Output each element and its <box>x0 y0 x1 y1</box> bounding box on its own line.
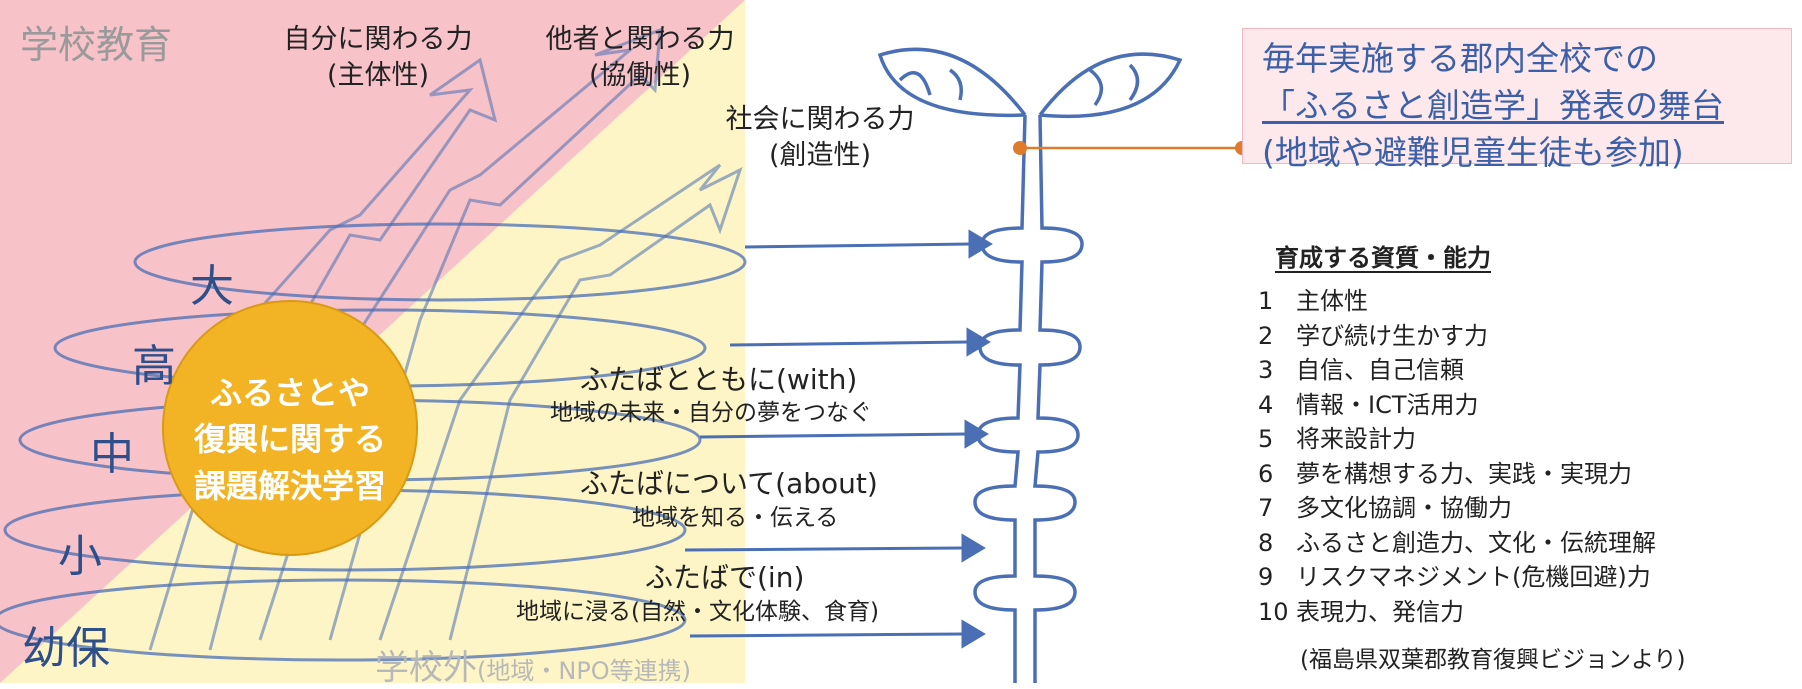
sprout-stem-left <box>973 114 1027 683</box>
quality-number: 3 <box>1258 356 1274 384</box>
quality-item: 4 情報・ICT活用力 <box>1258 388 1656 423</box>
central-circle-text: ふるさとや 復興に関する 課題解決学習 <box>165 370 415 509</box>
quality-item: 7 多文化協調・協働力 <box>1258 491 1656 526</box>
quality-number: 8 <box>1258 528 1274 557</box>
sprout-leaf-right <box>1038 52 1183 119</box>
connector-dot-stem <box>1013 141 1027 155</box>
central-circle <box>162 300 418 556</box>
column-self: 自分に関わる力 (主体性) <box>268 22 488 95</box>
quality-item: 2 学び続け生かす力 <box>1258 319 1656 354</box>
arrow-to-stem-5-head <box>961 619 986 649</box>
futaba-with-title: ふたばとともに(with) <box>580 363 858 396</box>
arrow-to-stem-2-head <box>966 327 991 357</box>
presentation-callout-text: 毎年実施する郡内全校での 「ふるさと創造学」発表の舞台 (地域や避難児童生徒も参… <box>1262 36 1724 177</box>
quality-number: 6 <box>1258 459 1274 488</box>
quality-number: 4 <box>1258 390 1274 419</box>
futaba-about-title: ふたばについて(about) <box>580 467 878 500</box>
arrow-to-stem-3-head <box>964 419 989 449</box>
quality-number: 2 <box>1258 321 1274 350</box>
quality-item: 3 自信、自己信頼 <box>1258 353 1656 388</box>
quality-text: ふるさと創造力、文化・伝統理解 <box>1296 528 1656 557</box>
layer-ellipse-university <box>133 222 747 302</box>
source-note: (福島県双葉郡教育復興ビジョンより) <box>1300 647 1686 673</box>
quality-item: 9 リスクマネジメント(危機回避)力 <box>1258 560 1656 595</box>
leaf-vein-left <box>898 68 963 101</box>
circle-line-1: ふるさとや <box>209 374 370 412</box>
arrow-to-stem-1 <box>744 242 971 249</box>
futaba-with-sub: 地域の未来・自分の夢をつなぐ <box>550 400 872 426</box>
outside-school-label: 学校外(地域・NPO等連携) <box>375 640 691 689</box>
quality-text: 主体性 <box>1296 287 1368 315</box>
qualities-heading: 育成する資質・能力 <box>1275 244 1491 272</box>
arrow-to-stem-3 <box>699 432 967 439</box>
arrow-to-stem-1-head <box>968 229 993 259</box>
circle-line-3: 課題解決学習 <box>193 466 386 505</box>
quality-number: 10 <box>1258 597 1289 626</box>
column-society-title: 社会に関わる力 <box>725 104 915 135</box>
quality-text: 表現力、発信力 <box>1296 597 1464 626</box>
level-university: 大 <box>190 261 234 312</box>
school-education-label: 学校教育 <box>20 23 173 67</box>
sprout-leaf-left <box>877 47 1027 118</box>
level-middle: 中 <box>90 429 134 480</box>
quality-text: 夢を構想する力、実践・実現力 <box>1296 459 1632 488</box>
level-preschool: 幼保 <box>22 623 110 674</box>
quality-text: リスクマネジメント(危機回避)力 <box>1296 563 1651 591</box>
presentation-callout-box <box>1242 28 1792 164</box>
arrow-to-stem-2 <box>729 340 969 347</box>
level-high: 高 <box>132 341 176 392</box>
arrow-sketch-society <box>378 163 743 641</box>
futaba-in-title: ふたばで(in) <box>645 561 805 594</box>
column-self-title: 自分に関わる力 <box>283 24 473 55</box>
quality-text: 自信、自己信頼 <box>1296 356 1464 384</box>
quality-text: 将来設計力 <box>1296 425 1416 453</box>
quality-text: 多文化協調・協働力 <box>1296 494 1512 522</box>
quality-number: 9 <box>1258 563 1274 591</box>
column-others-sub: (協働性) <box>588 60 692 92</box>
quality-item: 8 ふるさと創造力、文化・伝統理解 <box>1258 526 1656 561</box>
outside-school-paren: (地域・NPO等連携) <box>477 657 692 685</box>
quality-item: 6 夢を構想する力、実践・実現力 <box>1258 457 1656 492</box>
arrow-to-stem-4 <box>684 546 964 552</box>
column-others-title: 他者と関わる力 <box>545 24 735 55</box>
callout-line-3: (地域や避難児童生徒も参加) <box>1262 132 1684 172</box>
column-society-sub: (創造性) <box>768 140 872 172</box>
callout-line-1: 毎年実施する郡内全校での <box>1262 39 1658 78</box>
outside-school-main: 学校外 <box>375 648 477 688</box>
column-society: 社会に関わる力 (創造性) <box>700 102 940 175</box>
quality-item: 5 将来設計力 <box>1258 422 1656 457</box>
callout-line-2: 「ふるさと創造学」発表の舞台 <box>1262 85 1724 125</box>
qualities-list: 1 主体性 2 学び続け生かす力 3 自信、自己信頼 4 情報・ICT活用力 5 将来設計… <box>1258 284 1656 629</box>
arrow-sketch-self <box>148 57 498 651</box>
quality-text: 学び続け生かす力 <box>1296 321 1488 350</box>
circle-line-2: 復興に関する <box>193 420 386 459</box>
arrow-to-stem-4-head <box>961 533 986 563</box>
quality-item: 1 主体性 <box>1258 284 1656 319</box>
arrow-to-stem-5 <box>689 632 964 638</box>
futaba-in-sub: 地域に浸る(自然・文化体験、食育) <box>516 599 879 625</box>
arrow-sketch-others <box>258 27 662 641</box>
quality-number: 1 <box>1258 287 1274 315</box>
quality-number: 5 <box>1258 425 1274 453</box>
quality-text: 情報・ICT活用力 <box>1296 390 1479 419</box>
column-self-sub: (主体性) <box>326 60 430 92</box>
column-others: 他者と関わる力 (協働性) <box>520 22 760 95</box>
quality-number: 7 <box>1258 494 1274 522</box>
leaf-vein-right <box>1088 63 1140 107</box>
layer-ellipse-preschool <box>0 578 687 662</box>
level-elementary: 小 <box>58 531 102 582</box>
sprout-stem-right <box>1033 114 1084 683</box>
futaba-about-sub: 地域を知る・伝える <box>632 505 839 531</box>
